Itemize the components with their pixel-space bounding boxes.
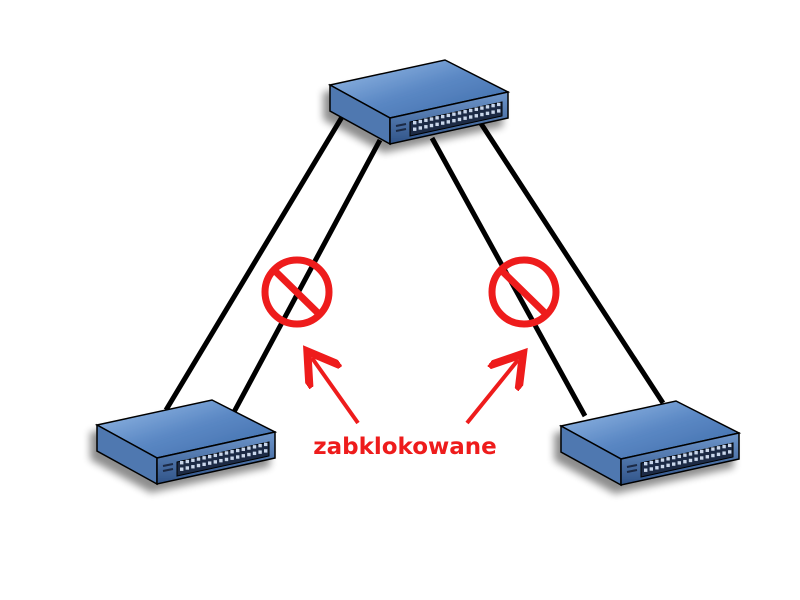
ethernet-ports xyxy=(640,442,734,478)
blocked-icon-right xyxy=(488,256,560,328)
switch-top xyxy=(327,59,511,146)
switch-right xyxy=(558,400,742,487)
ethernet-ports xyxy=(176,441,270,477)
link-top-right-active xyxy=(477,120,666,405)
switch-left xyxy=(94,399,278,486)
link-top-left-active xyxy=(163,110,348,412)
link-top-left-blocked xyxy=(231,138,383,414)
links xyxy=(163,110,666,418)
blocked-icon-left xyxy=(261,256,333,328)
blocked-label: zabklokowane xyxy=(313,434,497,460)
arrow-left xyxy=(312,358,360,425)
arrow-right xyxy=(465,360,518,425)
ethernet-ports xyxy=(409,101,503,137)
